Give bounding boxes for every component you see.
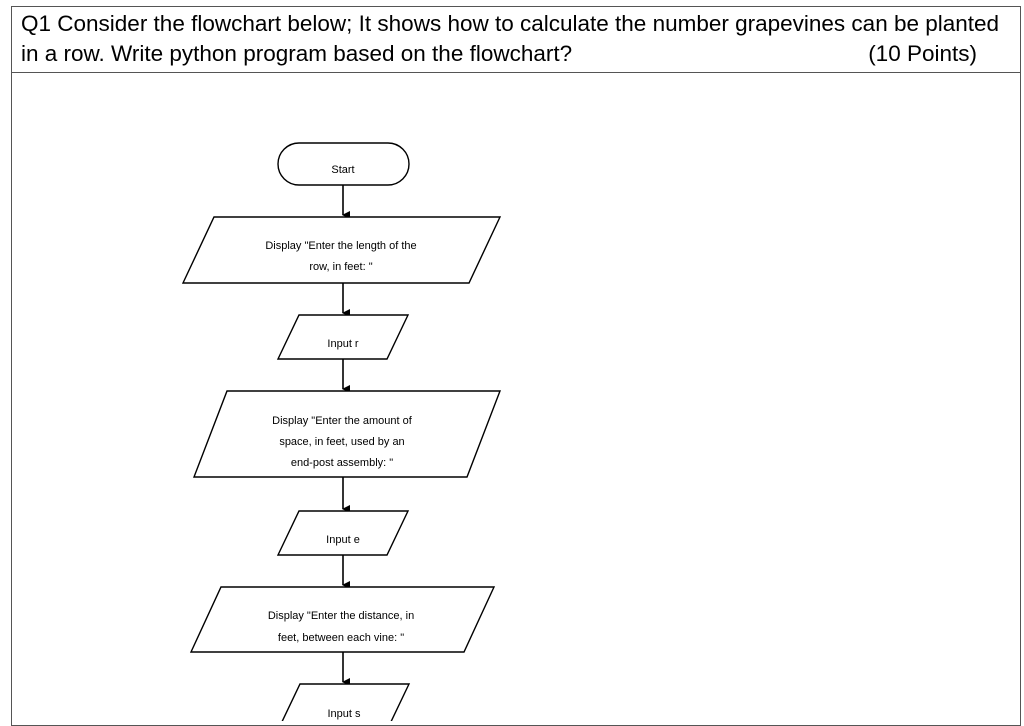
node-display-distance-line-1: feet, between each vine: "	[278, 632, 404, 644]
node-input-r-line-0: Input r	[327, 338, 359, 350]
parallelogram-shape	[192, 390, 502, 478]
node-display-distance-line-0: Display "Enter the distance, in	[268, 610, 414, 622]
parallelogram-shape	[276, 314, 410, 360]
node-display-distance: Display "Enter the distance, in feet, be…	[189, 586, 496, 653]
node-display-endpost-line-2: end-post assembly: "	[291, 457, 393, 469]
parallelogram-shape	[189, 586, 496, 653]
node-input-r: Input r	[276, 314, 410, 360]
node-display-length-line-0: Display "Enter the length of the	[265, 240, 416, 252]
node-display-length: Display "Enter the length of the row, in…	[181, 216, 502, 284]
parallelogram-shape	[276, 510, 410, 556]
node-input-e-line-0: Input e	[326, 534, 360, 546]
question-points: (10 Points)	[868, 41, 977, 66]
question-text: Q1 Consider the flowchart below; It show…	[21, 11, 1000, 66]
question-header: Q1 Consider the flowchart below; It show…	[11, 6, 1021, 73]
node-input-s: Input s	[281, 683, 411, 721]
node-input-e: Input e	[276, 510, 410, 556]
node-display-endpost-line-0: Display "Enter the amount of	[272, 415, 413, 427]
node-start-line-0: Start	[331, 164, 354, 176]
node-display-endpost: Display "Enter the amount of space, in f…	[192, 390, 502, 478]
node-input-s-line-0: Input s	[327, 708, 361, 720]
parallelogram-shape	[181, 216, 502, 284]
parallelogram-shape	[281, 683, 411, 721]
node-display-endpost-line-1: space, in feet, used by an	[279, 436, 404, 448]
node-display-length-line-1: row, in feet: "	[309, 261, 372, 273]
node-start: Start	[277, 142, 410, 186]
